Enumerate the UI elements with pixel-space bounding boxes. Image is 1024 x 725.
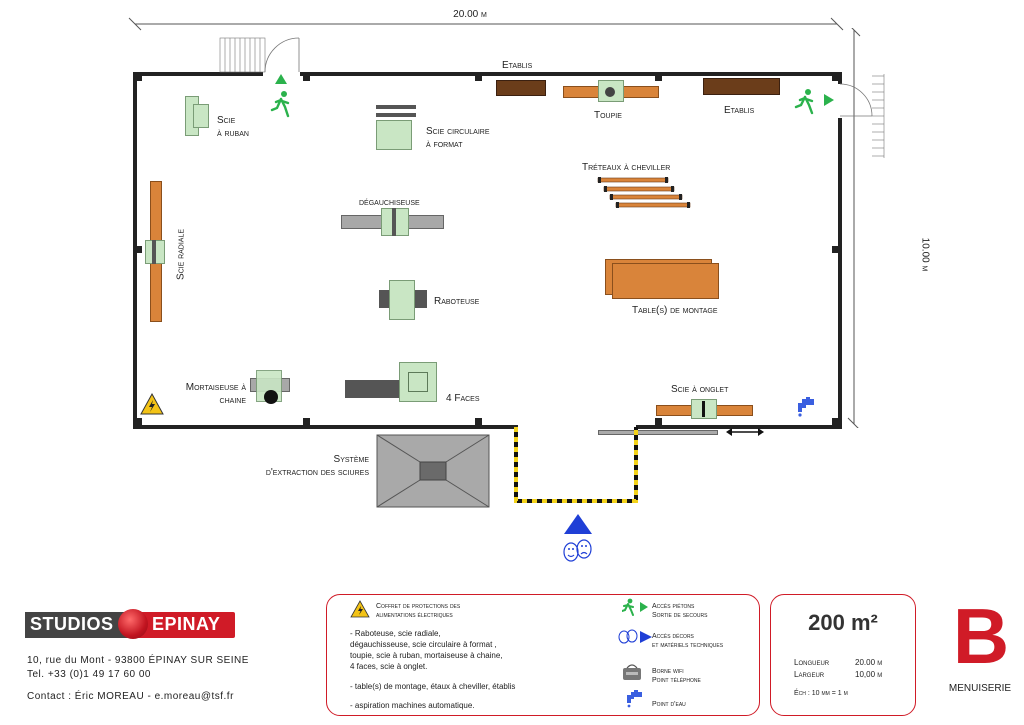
legend-power-title: Coffret de protections des alimentations… <box>376 603 461 619</box>
menuiserie-badge-label: MENUISERIE <box>948 683 1012 694</box>
emergency-exit-right-icon <box>794 89 834 115</box>
access-corridor <box>514 427 638 503</box>
degauchisseuse-label: dégauchiseuse <box>359 197 420 208</box>
menuiserie-badge-letter: B <box>952 592 1010 680</box>
legend-power-item: - aspiration machines automatique. <box>350 701 475 710</box>
legend-electric-icon <box>350 600 370 618</box>
length-label: Longueur <box>794 658 830 667</box>
area-value: 200 m² <box>808 610 878 635</box>
wall-right-bottom <box>838 118 842 428</box>
wall-bottom-left <box>133 425 518 429</box>
legend-decor-icon <box>618 629 652 644</box>
scie-ruban-label: Scie à ruban <box>217 115 249 139</box>
table-montage-front <box>612 263 719 299</box>
wall-post <box>655 74 662 81</box>
etablis-right-bench <box>703 78 780 95</box>
raboteuse-label: Raboteuse <box>434 296 480 307</box>
legend-exit-icon <box>622 598 648 616</box>
mortaiseuse-label: Mortaiseuse à chaine <box>185 382 246 406</box>
quatre-faces-label: 4 Faces <box>446 393 480 404</box>
contact-text: Contact : Éric MOREAU - e.moreau@tsf.fr <box>27 691 234 702</box>
legend-power-item: - table(s) de montage, étaux à cheviller… <box>350 682 516 691</box>
wall-post <box>135 246 142 253</box>
legend-water-icon <box>627 690 642 708</box>
logo-left-segment <box>25 612 135 638</box>
wall-post <box>303 418 310 425</box>
toupie-label: Toupie <box>594 110 622 121</box>
address-text: 10, rue du Mont - 93800 ÉPINAY SUR SEINE <box>27 655 249 666</box>
etablis-top-label: Etablis <box>502 60 533 71</box>
legend-wifi: Borne wifi Point téléphone <box>652 668 701 684</box>
scie-radiale-label: Scie radiale <box>175 228 187 281</box>
stairs-right <box>839 74 885 158</box>
quatre-faces-machine <box>399 362 437 402</box>
phone-text: Tel. +33 (0)1 49 17 60 00 <box>27 669 151 680</box>
width-dimension-line <box>128 17 844 31</box>
legend-wifi-icon <box>623 664 641 680</box>
width-dimension-label: 20.00 m <box>440 8 500 21</box>
legend-access-pedestrian: Accès piétons Sortie de secours <box>652 603 708 619</box>
legend-power-item: dégauchisseuse, scie circulaire à format… <box>350 640 497 649</box>
logo-left-text: STUDIOS <box>30 614 114 634</box>
decor-access-icon <box>563 514 592 562</box>
legend-power-item: 4 faces, scie à onglet. <box>350 662 428 671</box>
wall-right-top <box>838 72 842 84</box>
wall-post <box>475 418 482 425</box>
scie-circulaire-bar <box>376 105 416 109</box>
scie-circulaire-label: Scie circulaire à format <box>426 126 490 150</box>
mortaiseuse-chain <box>264 390 278 404</box>
length-value: 20.00 m <box>855 658 883 667</box>
scale-text: Éch : 10 mm = 1 m <box>794 690 848 697</box>
emergency-exit-top-icon <box>270 74 290 118</box>
etablis-right-label: Etablis <box>724 105 755 116</box>
height-dimension-line <box>847 28 861 428</box>
legend-access-decor: Accès décors et matériels techniques <box>652 633 724 649</box>
etablis-top-bench <box>496 80 546 96</box>
raboteuse-machine <box>389 280 415 320</box>
degauchisseuse-blade <box>392 208 396 236</box>
scie-onglet-blade <box>702 401 705 417</box>
table-montage-label: Table(s) de montage <box>632 305 718 316</box>
wall-top-left <box>133 72 263 76</box>
width-value: 10,00 m <box>855 670 883 679</box>
wall-post <box>832 246 839 253</box>
quatre-faces-inner <box>408 372 428 392</box>
legend-water: Point d'eau <box>652 701 686 708</box>
electric-panel-icon <box>140 392 164 415</box>
logo-ball <box>118 609 148 639</box>
wall-bottom-right <box>636 425 842 429</box>
scie-ruban-table <box>193 104 209 128</box>
scie-onglet-label: Scie à onglet <box>671 384 729 395</box>
stairs-top-left <box>219 37 300 73</box>
legend-power-item: - Raboteuse, scie radiale, <box>350 629 441 638</box>
toupie-spindle <box>605 87 615 97</box>
scie-circulaire-bar <box>376 113 416 117</box>
wall-post <box>303 74 310 81</box>
logo-right-text: EPINAY <box>152 614 221 634</box>
treteaux-label: Tréteaux à cheviller <box>582 162 671 173</box>
scie-radiale-blade <box>152 240 156 264</box>
summary-panel <box>770 594 916 716</box>
extraction-system <box>376 434 490 508</box>
treteaux-drawing <box>597 177 691 208</box>
legend-power-item: toupie, scie à ruban, mortaiseuse à chai… <box>350 651 503 660</box>
water-tap-icon <box>798 397 814 417</box>
height-dimension-label: 10.00 m <box>919 237 931 272</box>
wall-post <box>832 418 839 425</box>
wall-post <box>135 74 142 81</box>
wall-post <box>832 74 839 81</box>
extraction-label: Système d'extraction des sciures <box>265 454 369 478</box>
wall-post <box>475 74 482 81</box>
width-label: Largeur <box>794 670 825 679</box>
wall-post <box>655 418 662 425</box>
sliding-door <box>598 430 718 435</box>
quatre-faces-base <box>345 380 405 398</box>
wall-post <box>135 418 142 425</box>
scie-circulaire-machine <box>376 120 412 150</box>
wall-top-right <box>300 72 840 76</box>
legend-panel <box>326 594 760 716</box>
sliding-door-arrow <box>726 428 764 436</box>
